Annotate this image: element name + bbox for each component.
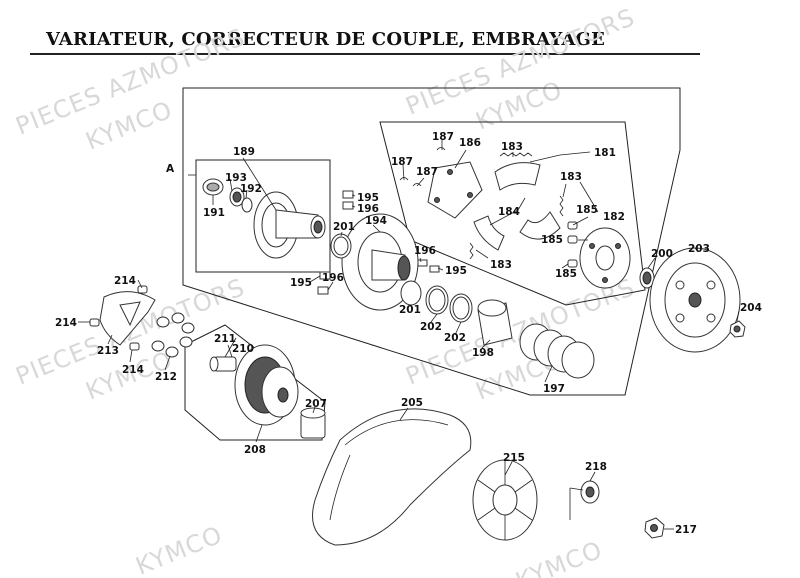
part-label: 196: [322, 272, 344, 284]
guide-pin: [317, 190, 440, 295]
fixed-pulley-fan: [472, 459, 538, 541]
movable-pulley: [234, 344, 299, 426]
part-label: 212: [155, 371, 177, 383]
part-label: 183: [501, 141, 523, 153]
oil-seal: [229, 187, 253, 213]
part-label: 192: [240, 183, 262, 195]
part-label: 217: [675, 524, 697, 536]
nut-washer: [639, 267, 655, 289]
clutch-assembly-frame: [182, 87, 681, 396]
part-label: 187: [432, 131, 454, 143]
ramp-plate: [99, 291, 156, 346]
clutch-shoe-subassembly-frame: [379, 121, 646, 306]
part-label: 198: [472, 347, 494, 359]
collar-sleeve: [300, 407, 326, 439]
part-label: 211: [214, 333, 236, 345]
part-label: 214: [114, 275, 136, 287]
part-label: 202: [420, 321, 442, 333]
part-label: 195: [290, 277, 312, 289]
face-washer: [580, 480, 600, 504]
o-ring: [330, 233, 352, 259]
part-label: 194: [365, 215, 387, 227]
part-label: 202: [444, 332, 466, 344]
part-label: 213: [97, 345, 119, 357]
clutch-drive-plate: [579, 227, 631, 289]
part-label: 215: [503, 452, 525, 464]
variator-bush: [209, 356, 237, 372]
clutch-shoe: [473, 162, 561, 251]
clutch-plate: [427, 161, 483, 219]
clutch-spring: [469, 152, 564, 260]
page-title: VARIATEUR, CORRECTEUR DE COUPLE, EMBRAYA…: [46, 29, 605, 50]
bush: [202, 178, 224, 196]
damper-rubber: [567, 221, 578, 268]
leader-lines: [78, 140, 740, 530]
collar: [477, 299, 513, 346]
part-label: 185: [576, 204, 598, 216]
spacer-rings: [400, 280, 473, 323]
part-label: 182: [603, 211, 625, 223]
movable-drive-face: [253, 191, 326, 259]
part-label: 185: [555, 268, 577, 280]
part-label: 214: [55, 317, 77, 329]
part-label: 183: [560, 171, 582, 183]
part-label: 218: [585, 461, 607, 473]
assembly-marker: A: [166, 163, 175, 175]
part-label: 201: [333, 221, 355, 233]
part-label: 189: [233, 146, 255, 158]
part-label: 185: [541, 234, 563, 246]
part-label: 186: [459, 137, 481, 149]
weight-rollers: [151, 312, 195, 358]
watermark-text: KYMCO: [132, 521, 227, 578]
part-label: 183: [490, 259, 512, 271]
fixed-drive-face: [341, 213, 419, 311]
part-label: 196: [414, 245, 436, 257]
part-label: 193: [225, 172, 247, 184]
drive-spring: [519, 323, 595, 379]
part-label: 200: [651, 248, 673, 260]
drive-belt: [312, 408, 472, 546]
part-label: 187: [416, 166, 438, 178]
pulley-nut: [644, 517, 665, 539]
variator-frame: [184, 324, 326, 441]
title-divider: [30, 53, 700, 55]
part-label: 208: [244, 444, 266, 456]
part-label: 214: [122, 364, 144, 376]
part-label: 205: [401, 397, 423, 409]
nut: [729, 320, 746, 338]
part-label: 210: [232, 343, 254, 355]
part-label: 196: [357, 203, 379, 215]
slider-pieces: [89, 285, 148, 351]
part-label: 204: [740, 302, 762, 314]
part-label: 197: [543, 383, 565, 395]
part-label: 191: [203, 207, 225, 219]
part-label: 184: [498, 206, 520, 218]
part-label: 207: [305, 398, 327, 410]
part-label: 195: [445, 265, 467, 277]
part-label: 181: [594, 147, 616, 159]
part-labels: A 189 193 192 191 195 196 194 201 196 19…: [55, 131, 762, 536]
watermark-text: KYMCO: [512, 536, 607, 578]
part-label: 195: [357, 192, 379, 204]
clutch-outer: [649, 247, 741, 353]
part-label: 201: [399, 304, 421, 316]
part-label: 187: [391, 156, 413, 168]
part-label: 203: [688, 243, 710, 255]
